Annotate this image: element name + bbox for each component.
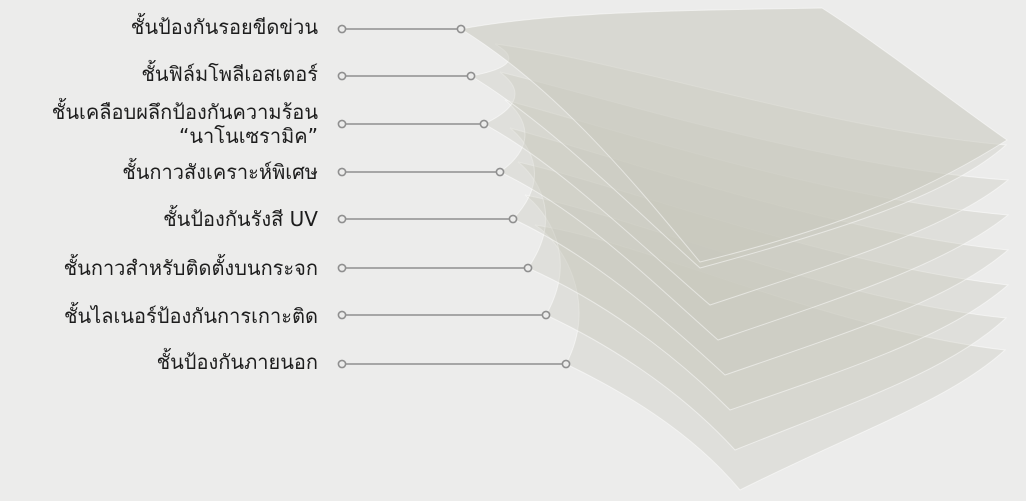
layer-label-outer-protection: ชั้นป้องกันภายนอก: [157, 350, 318, 374]
layer-label-uv-protection: ชั้นป้องกันรังสี UV: [163, 207, 318, 231]
layer-name: ชั้นป้องกันภายนอก: [156, 350, 318, 374]
layer-label-mounting-adhesive: ชั้นกาวสำหรับติดตั้งบนกระจก: [64, 256, 318, 280]
film-sheet-6: [517, 161, 1010, 411]
layer-label-scratch-protection: ชั้นป้องกันรอยขีดข่วน: [131, 15, 318, 39]
film-sheet-7: [524, 194, 1008, 451]
film-sheet-8: [534, 224, 1007, 491]
layer-name: ชั้นป้องกันรอยขีดข่วน: [130, 15, 318, 39]
layer-name: ชั้นกาวสังเคราะห์พิเศษ: [122, 160, 318, 184]
layer-label-nano-ceramic: ชั้นเคลือบผลึกป้องกันความร้อน “นาโนเซราม…: [52, 100, 318, 148]
layer-name: ชั้นไลเนอร์ป้องกันการเกาะติด: [63, 304, 318, 328]
layer-name: ชั้นกาวสำหรับติดตั้งบนกระจก: [63, 256, 318, 280]
layer-name-line2: “นาโนเซรามิค”: [179, 124, 318, 148]
layer-label-polyester-film: ชั้นฟิล์มโพลีเอสเตอร์: [141, 62, 318, 86]
layer-name: ชั้นเคลือบผลึกป้องกันความร้อน: [51, 100, 318, 124]
layer-label-release-liner: ชั้นไลเนอร์ป้องกันการเกาะติด: [64, 304, 318, 328]
layer-name: ชั้นป้องกันรังสี UV: [163, 207, 318, 231]
layer-name: ชั้นฟิล์มโพลีเอสเตอร์: [141, 62, 318, 86]
film-sheet-1: [459, 7, 1008, 263]
layer-label-special-adhesive: ชั้นกาวสังเคราะห์พิเศษ: [122, 160, 318, 184]
